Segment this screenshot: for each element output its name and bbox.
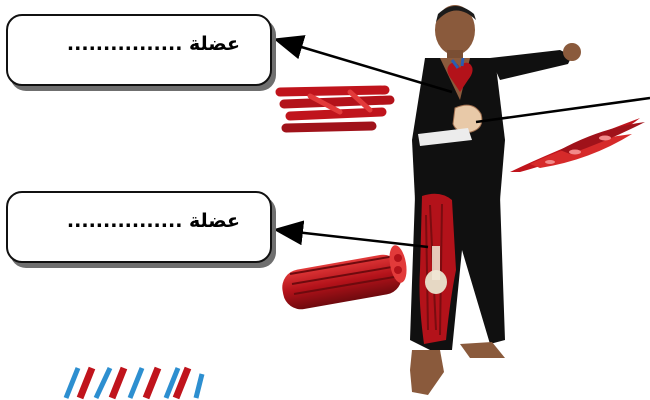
knee [425, 270, 447, 294]
heart-vessel [450, 57, 465, 69]
hair [436, 6, 476, 22]
label-box-1: عضلة ................ [6, 14, 272, 86]
arrow-to-label-2 [273, 220, 429, 249]
leader-line-smooth-muscle [475, 96, 650, 124]
muscle-fibers-thumbnail [62, 366, 205, 400]
left-foot [410, 350, 444, 395]
neck [447, 50, 463, 60]
label-text-2: عضلة ................ [66, 210, 240, 232]
knee-tendon [432, 246, 440, 280]
person-figure [410, 5, 581, 395]
head [435, 5, 475, 55]
heart [447, 62, 473, 92]
label-box-2: عضلة ................ [6, 191, 272, 263]
belt [418, 128, 472, 146]
fist [563, 43, 581, 61]
cardiac-muscle-image [275, 85, 395, 133]
smooth-muscle-image [510, 118, 645, 172]
skeletal-muscle-image [282, 245, 407, 310]
arrow-to-label-1 [273, 35, 453, 94]
label-text-1: عضلة ................ [66, 33, 240, 55]
extended-arm [490, 50, 572, 80]
right-foot [460, 342, 505, 358]
